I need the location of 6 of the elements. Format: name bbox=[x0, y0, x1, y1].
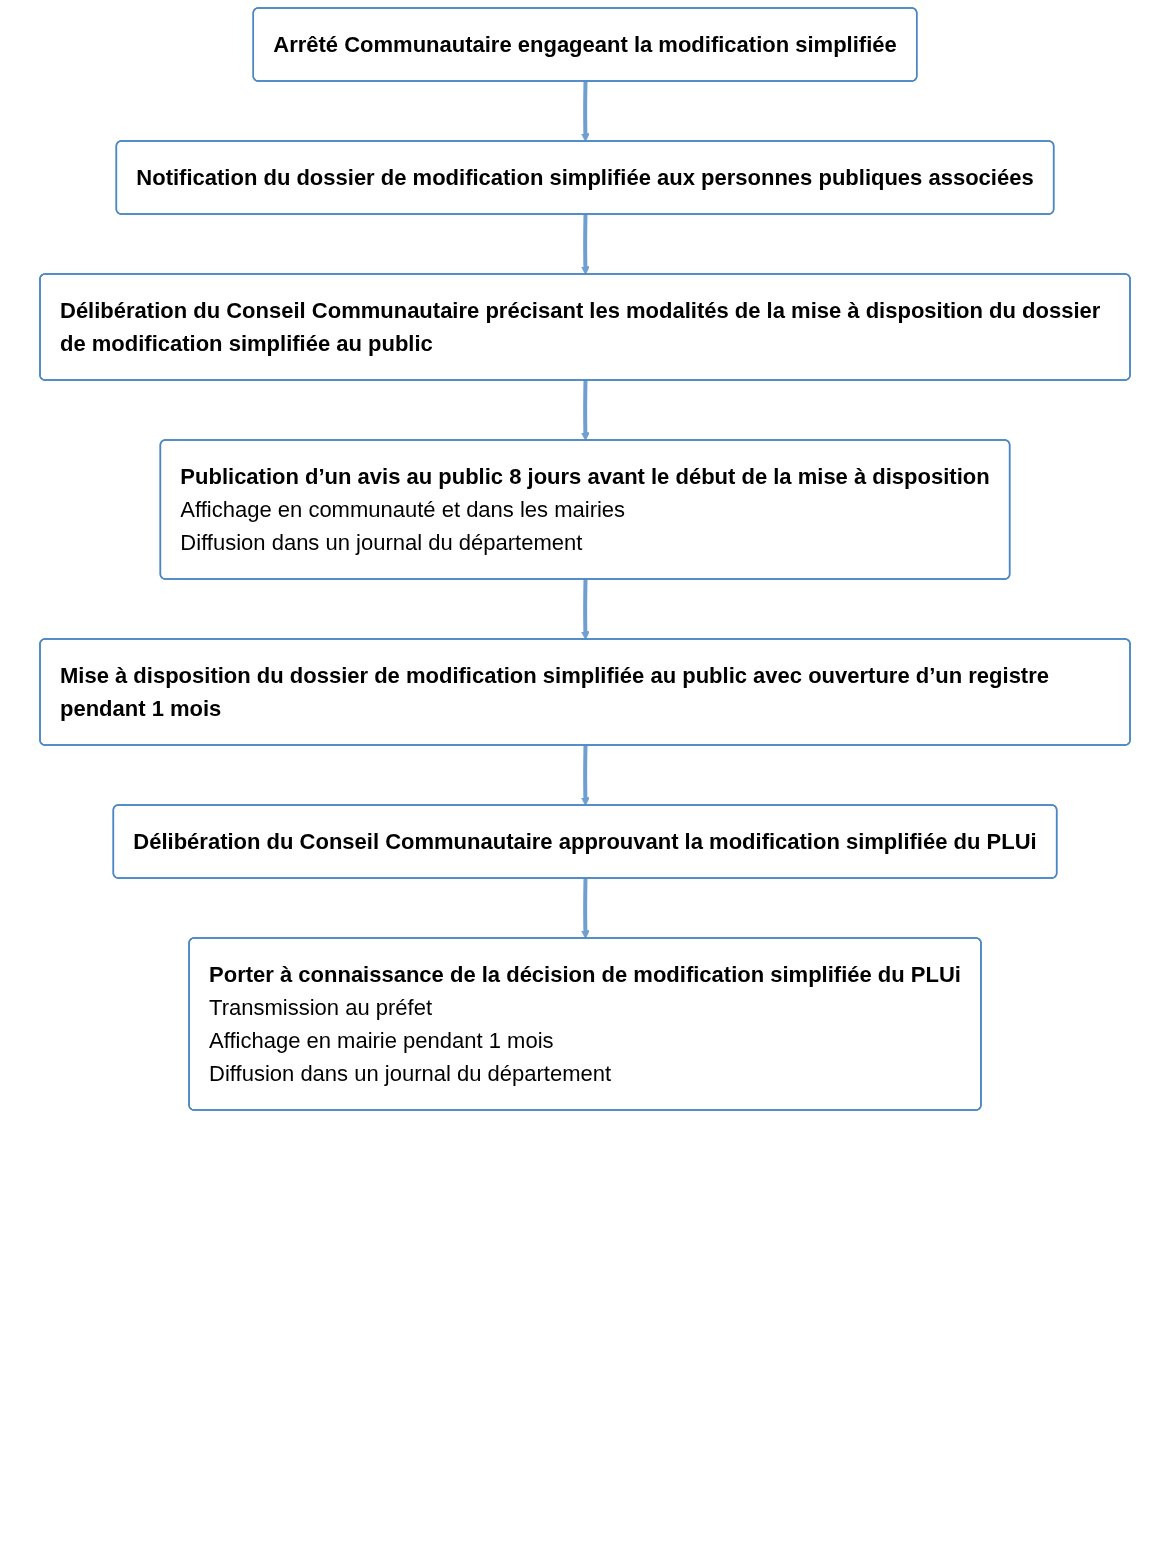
arrow bbox=[580, 579, 590, 640]
arrow bbox=[580, 214, 590, 275]
arrow bbox=[580, 81, 590, 142]
arrow bbox=[580, 745, 590, 806]
arrow bbox=[580, 380, 590, 441]
arrow bbox=[580, 878, 590, 939]
